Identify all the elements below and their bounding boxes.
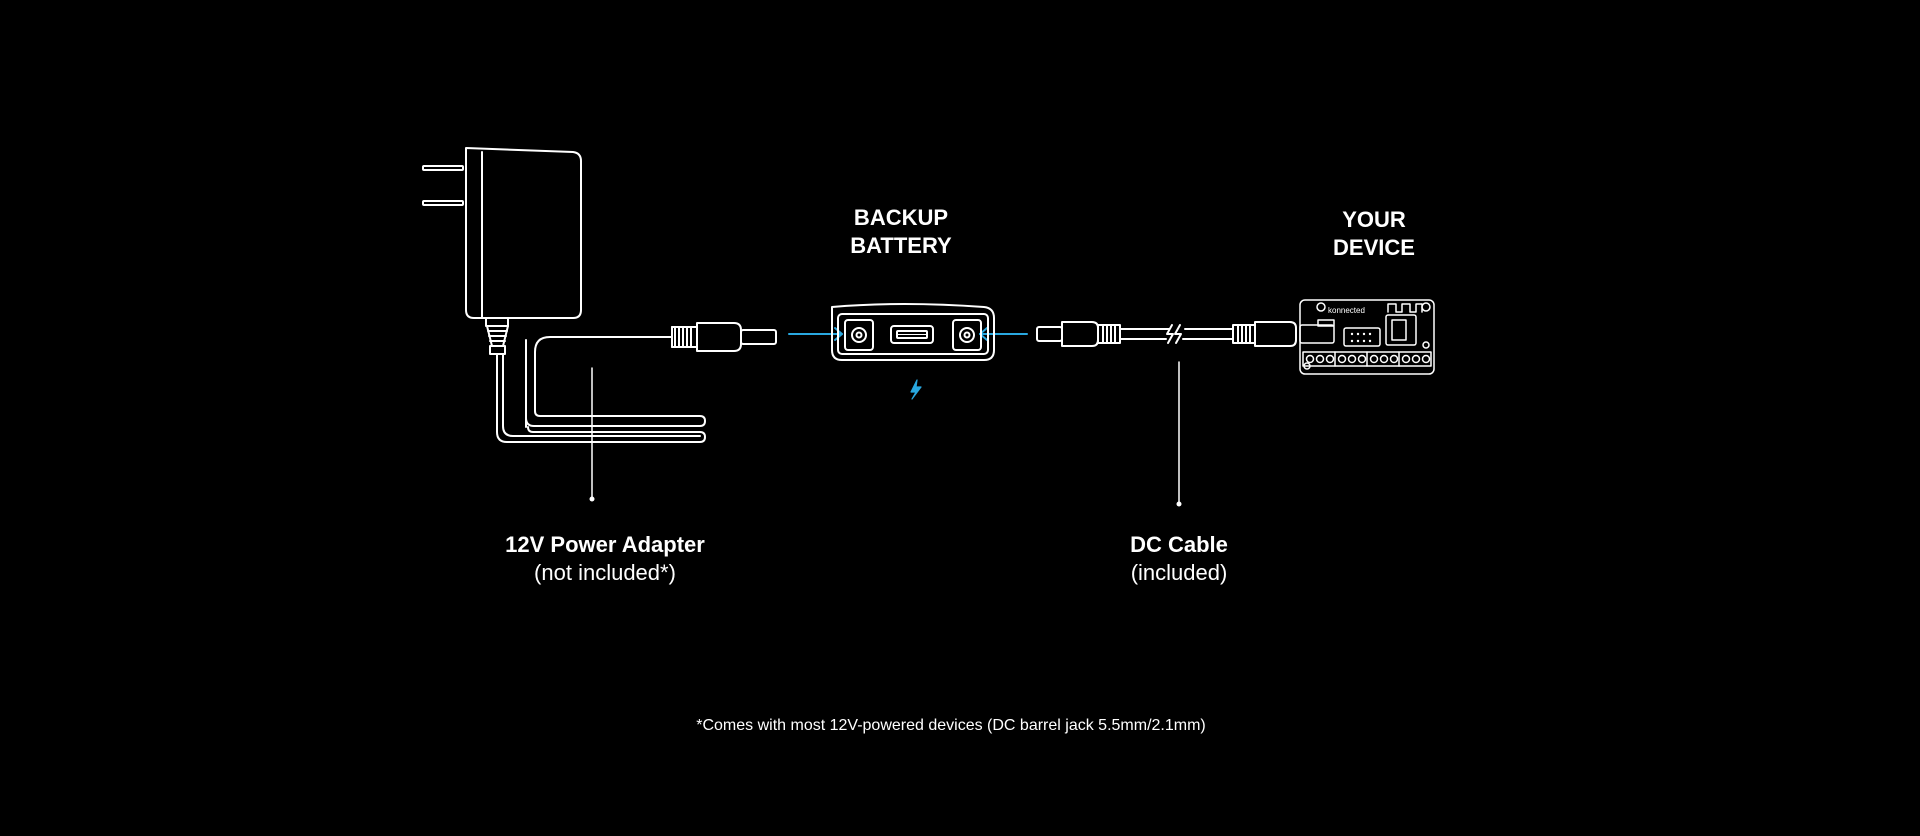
power-adapter-title: 12V Power Adapter bbox=[505, 532, 705, 557]
your-device-label-line2: DEVICE bbox=[1333, 235, 1415, 260]
lightning-bolt-icon bbox=[910, 379, 922, 400]
device-board-illustration bbox=[1299, 299, 1435, 375]
dc-cable-title: DC Cable bbox=[1130, 532, 1228, 557]
backup-battery-label: BACKUP BATTERY bbox=[850, 204, 951, 260]
board-brand-text: konnected bbox=[1328, 306, 1365, 315]
dc-cable-illustration bbox=[1036, 321, 1297, 507]
power-adapter-illustration bbox=[422, 147, 777, 502]
backup-battery-label-line1: BACKUP bbox=[853, 205, 949, 230]
dc-cable-note: (included) bbox=[1130, 560, 1228, 585]
flow-arrow-left bbox=[788, 327, 843, 341]
dc-cable-label: DC Cable (included) bbox=[1130, 531, 1228, 587]
your-device-label: YOUR DEVICE bbox=[1333, 206, 1415, 262]
backup-battery-label-line2: BATTERY bbox=[850, 233, 952, 258]
your-device-label-line1: YOUR bbox=[1342, 207, 1406, 232]
power-adapter-label: 12V Power Adapter (not included*) bbox=[505, 531, 705, 587]
backup-battery-illustration bbox=[831, 303, 995, 361]
power-adapter-note: (not included*) bbox=[534, 560, 676, 585]
footnote: *Comes with most 12V-powered devices (DC… bbox=[696, 717, 1206, 734]
